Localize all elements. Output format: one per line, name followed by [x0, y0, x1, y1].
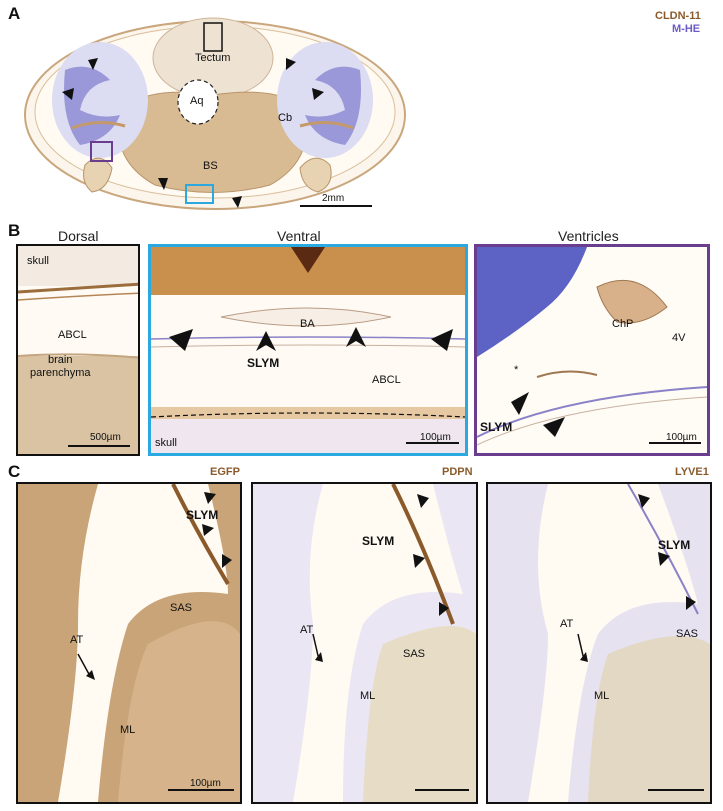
pdpn-slym-label: SLYM: [362, 534, 395, 548]
panel-b-letter: B: [8, 221, 21, 240]
label-bs: BS: [203, 160, 218, 172]
title-ventricles: Ventricles: [558, 228, 619, 244]
stain-label-mhe: M-HE: [672, 23, 701, 35]
panel-a-scale-label: 2mm: [322, 193, 345, 204]
egfp-scale-label: 100µm: [190, 778, 221, 789]
egfp-slym-label: SLYM: [186, 508, 219, 522]
title-dorsal: Dorsal: [58, 228, 99, 244]
lyve1-at-label: AT: [560, 618, 574, 630]
image-lyve1: [486, 482, 712, 804]
lyve1-ml-label: ML: [594, 690, 610, 702]
dorsal-scale-label: 500µm: [90, 432, 121, 443]
egfp-ml-label: ML: [120, 724, 136, 736]
pdpn-sas-label: SAS: [403, 648, 426, 660]
lyve1-sas-label: SAS: [676, 628, 699, 640]
ventral-scale-label: 100µm: [420, 432, 451, 443]
ventral-ba-label: BA: [300, 318, 315, 330]
ventral-skull-label: skull: [155, 437, 178, 449]
panel-c-letter: C: [8, 462, 21, 481]
ventral-slym-label: SLYM: [247, 356, 280, 370]
label-tectum: Tectum: [195, 52, 231, 64]
stain-pdpn: PDPN: [442, 466, 473, 478]
ventricles-star-label: *: [514, 364, 519, 376]
dorsal-skull-label: skull: [27, 255, 50, 267]
stain-label-cldn11: CLDN-11: [655, 10, 701, 22]
dorsal-brain-label: brain parenchyma: [30, 354, 91, 379]
stain-egfp: EGFP: [210, 466, 240, 478]
dorsal-abcl-label: ABCL: [58, 329, 87, 341]
egfp-sas-label: SAS: [170, 602, 193, 614]
image-ventricles: [474, 244, 710, 456]
image-dorsal: [16, 244, 140, 456]
ventricles-4v-label: 4V: [672, 332, 686, 344]
egfp-at-label: AT: [70, 634, 84, 646]
label-aq: Aq: [190, 95, 204, 107]
image-ventral: [148, 244, 468, 456]
ventricles-chp-label: ChP: [612, 318, 634, 330]
stain-lyve1: LYVE1: [675, 466, 709, 478]
pdpn-at-label: AT: [300, 624, 314, 636]
ventricles-scale-label: 100µm: [666, 432, 697, 443]
ventricles-slym-label: SLYM: [480, 420, 513, 434]
image-egfp: [16, 482, 242, 804]
panel-a-letter: A: [8, 4, 21, 23]
ventral-abcl-label: ABCL: [372, 374, 401, 386]
label-cb: Cb: [278, 112, 293, 124]
pdpn-ml-label: ML: [360, 690, 376, 702]
image-pdpn: [251, 482, 478, 804]
panel-a-section-image: [0, 0, 723, 215]
lyve1-slym-label: SLYM: [658, 538, 691, 552]
title-ventral: Ventral: [277, 228, 321, 244]
